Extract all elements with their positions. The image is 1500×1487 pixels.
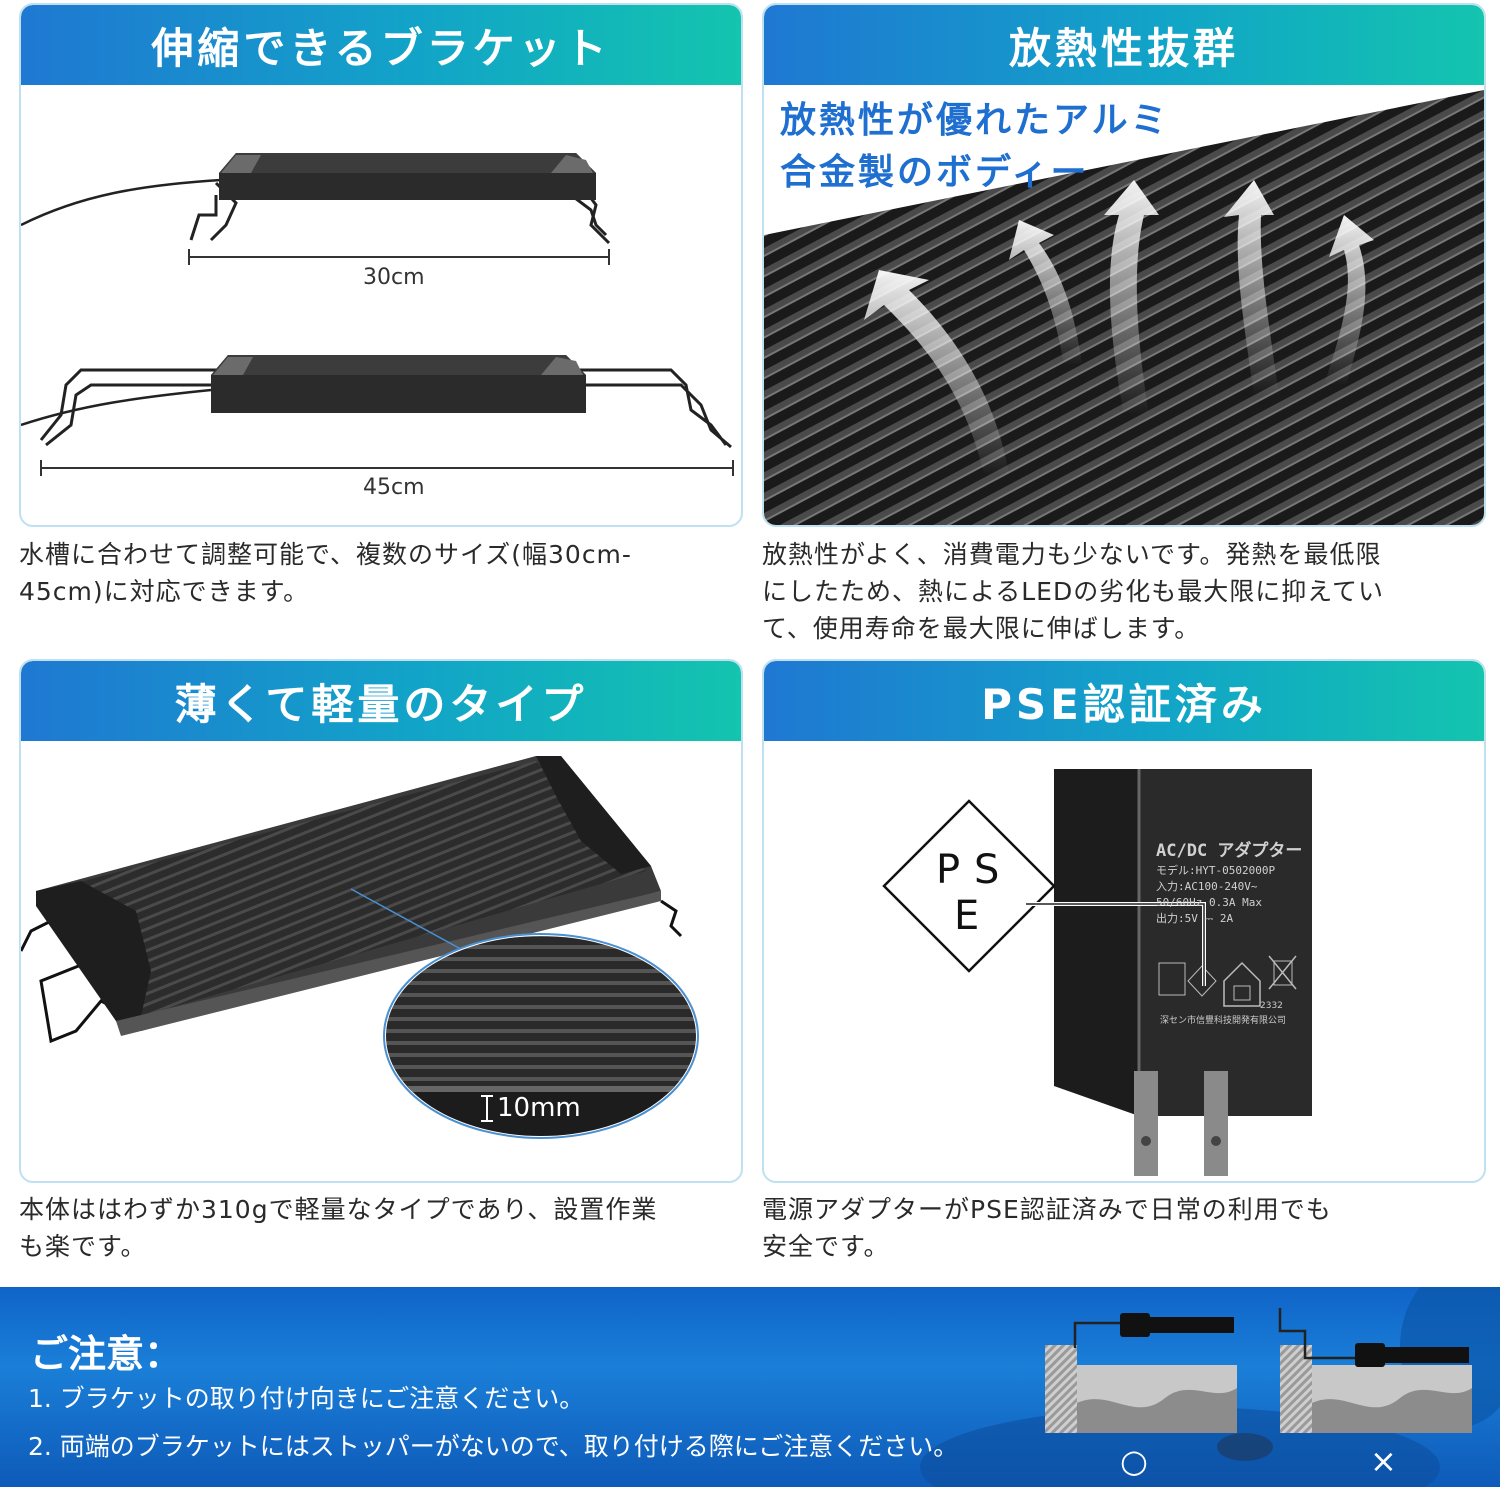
- bracket-description: 水槽に合わせて調整可能で、複数のサイズ(幅30cm- 45cm)に対応できます。: [19, 540, 632, 606]
- notice-item-1: 1. ブラケットの取り付け向きにご注意ください。: [28, 1384, 585, 1413]
- adapter-label: AC/DC アダプター モデル:HYT-0502000P 入力:AC100-24…: [1156, 841, 1303, 925]
- panel-title: 伸縮できるブラケット: [21, 5, 741, 85]
- panel-pse: PSE認証済み P S E AC/DC アダプター モデル:HYT-050200…: [762, 659, 1486, 1183]
- panel-title: PSE認証済み: [764, 661, 1484, 741]
- panel-bracket: 伸縮できるブラケット 30cm 45cm: [19, 3, 743, 527]
- bracket-illustration: [21, 153, 734, 476]
- notice-title: ご注意：: [30, 1332, 183, 1376]
- pse-mark-p: P: [936, 847, 961, 893]
- panel-heat: 放熱性抜群 放熱性が優れたアルミ 合金製のボディー: [762, 3, 1486, 527]
- thickness-label: 10mm: [497, 1093, 581, 1123]
- thin-description: 本体ははわずか310gで軽量なタイプであり、設置作業 も楽です。: [19, 1195, 658, 1261]
- incorrect-mark: ×: [1370, 1442, 1397, 1480]
- dimension-short: 30cm: [363, 265, 425, 290]
- install-correct-diagram: [1045, 1313, 1237, 1433]
- panel-title: 薄くて軽量のタイプ: [21, 661, 741, 741]
- adapter-illustration: [882, 769, 1312, 1176]
- pse-mark-s: S: [974, 847, 1000, 893]
- adapter-code: 2332: [1260, 1001, 1283, 1011]
- notice-item-2: 2. 両端のブラケットにはストッパーがないので、取り付ける際にご注意ください。: [28, 1432, 959, 1461]
- adapter-maker: 深セン市信豐科技開発有限公司: [1160, 1016, 1287, 1026]
- thin-light-illustration: [21, 756, 699, 1139]
- dimension-long: 45cm: [363, 475, 425, 500]
- correct-mark: ○: [1120, 1442, 1148, 1480]
- install-incorrect-diagram: [1278, 1308, 1472, 1433]
- pse-description: 電源アダプターがPSE認証済みで日常の利用でも 安全です。: [762, 1195, 1332, 1261]
- notice-band: ご注意： 1. ブラケットの取り付け向きにご注意ください。 2. 両端のブラケッ…: [0, 1287, 1500, 1487]
- heatsink-illustration: [764, 85, 1484, 525]
- panel-thin: 薄くて軽量のタイプ: [19, 659, 743, 1183]
- panel-title: 放熱性抜群: [764, 5, 1484, 85]
- pse-mark-e: E: [954, 893, 980, 939]
- heat-description: 放熱性がよく、消費電力も少ないです。発熱を最低限 にしたため、熱によるLEDの劣…: [762, 540, 1384, 643]
- heat-overlay-text: 放熱性が優れたアルミ 合金製のボディー: [780, 100, 1170, 193]
